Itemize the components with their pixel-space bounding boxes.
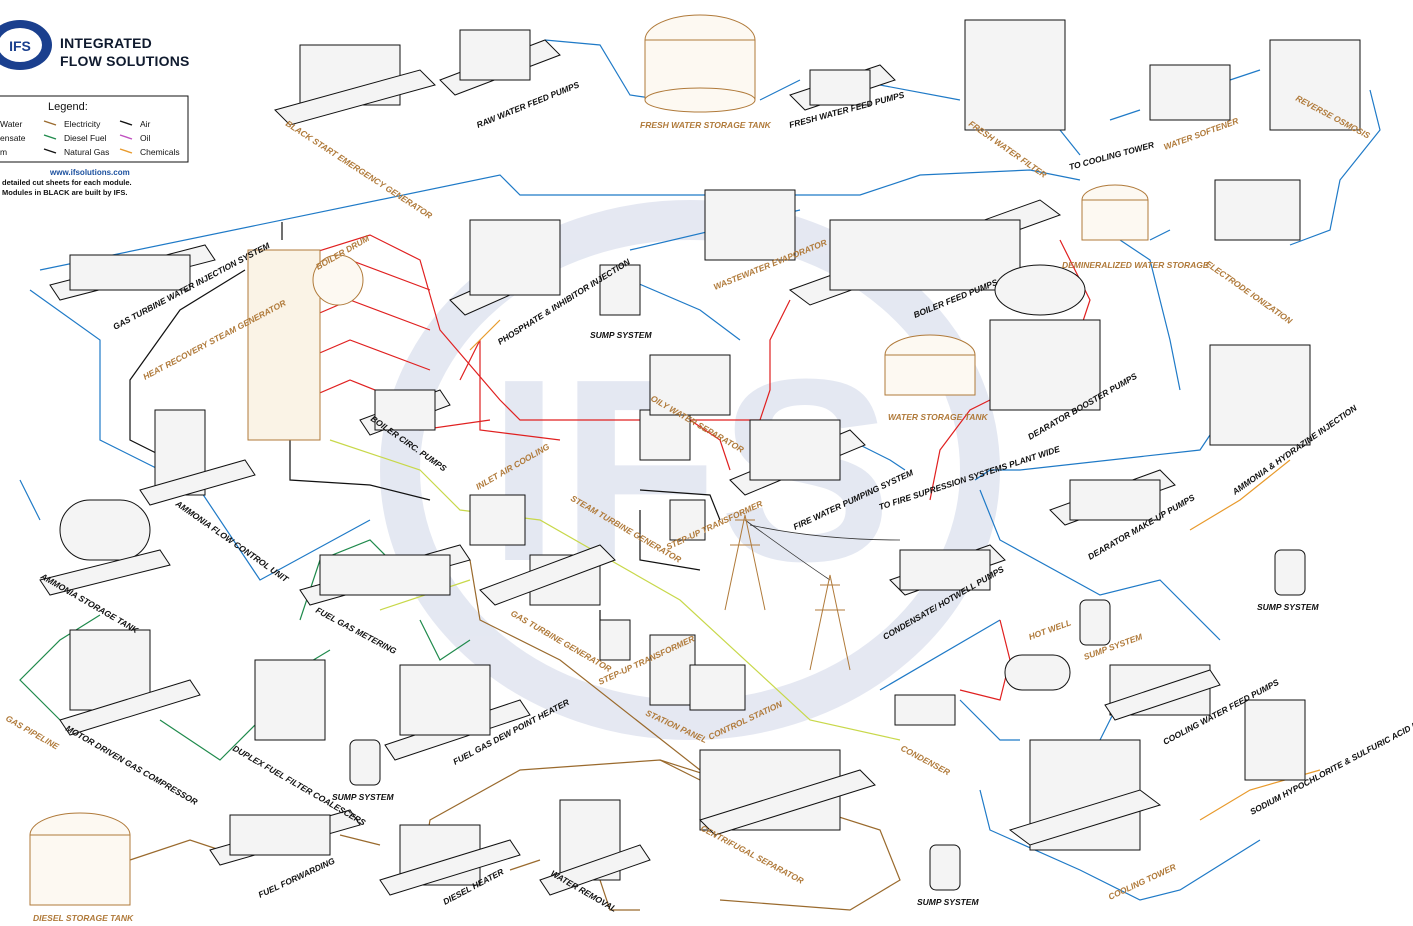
label-gas-pipeline: GAS PIPELINE [4,713,61,752]
label-sump-2: SUMP SYSTEM [1257,602,1319,612]
label-sump-1: SUMP SYSTEM [590,330,652,340]
legend-label-7: Natural Gas [64,147,109,157]
label-water-softener: WATER SOFTENER [1162,115,1240,152]
legend-note-1: detailed cut sheets for each module. [2,178,132,187]
legend-label-5: Oil [140,133,151,143]
label-demin-storage: DEMINERALIZED WATER STORAGE [1062,260,1209,270]
legend-label-4: Diesel Fuel [64,133,107,143]
air-lines [129,222,721,640]
label-condenser: CONDENSER [899,743,952,778]
label-centrifugal: CENTRIFUGAL SEPARATOR [699,823,806,886]
label-sump-4: SUMP SYSTEM [332,792,394,802]
label-ammonia-flow: AMMONIA FLOW CONTROL UNIT [173,498,291,585]
label-fuel-forwarding: FUEL FORWARDING [257,855,337,899]
legend-note-2: Modules in BLACK are built by IFS. [2,188,127,197]
company-name-line1: INTEGRATED [60,35,152,51]
label-to-cooling: TO COOLING TOWER [1068,139,1156,172]
legend-label-8: Chemicals [140,147,180,157]
legend-label-0: Water [0,119,23,129]
storage-tanks [29,14,1149,906]
label-hot-well: HOT WELL [1027,617,1072,642]
label-electrode: ELECTRODE IONIZATION [1204,258,1295,326]
legend-label-3: ensate [0,133,26,143]
equipment [39,19,1361,896]
legend-url: www.ifsolutions.com [49,168,130,177]
legend-label-6: m [0,147,7,157]
hrsg-unit [247,249,321,441]
label-fuel-gas-metering: FUEL GAS METERING [314,605,399,656]
legend-items: Water Electricity Air ensate Diesel Fuel Oil m… [0,119,180,157]
legend-swatch-5 [119,134,133,140]
legend-swatch-1 [43,120,57,126]
label-raw-water: RAW WATER FEED PUMPS [475,79,581,130]
company-name-line2: FLOW SOLUTIONS [60,53,190,69]
legend-swatch-4 [43,134,57,140]
label-cooling-tower: COOLING TOWER [1107,861,1179,901]
label-sump-5: SUMP SYSTEM [917,897,979,907]
logo-letters: IFS [9,38,31,54]
legend-label-1: Electricity [64,119,101,129]
power-line-wires [744,519,901,581]
label-diesel-storage: DIESEL STORAGE TANK [33,913,134,923]
legend-title: Legend: [48,101,88,113]
legend-swatch-8 [119,148,133,154]
legend-swatch-7 [43,148,57,154]
label-water-storage: WATER STORAGE TANK [888,412,989,422]
legend: Legend: Water Electricity Air ensate Diesel … [0,95,189,163]
label-fresh-storage: FRESH WATER STORAGE TANK [640,120,772,130]
transmission-towers [724,514,851,671]
legend-swatch-2 [119,120,133,126]
legend-label-2: Air [140,119,151,129]
company-logo: IFS [0,20,52,70]
label-gas-compressor: MOTOR DRIVEN GAS COMPRESSOR [64,723,200,807]
label-black-start: BLACK START EMERGENCY GENERATOR [284,118,435,221]
